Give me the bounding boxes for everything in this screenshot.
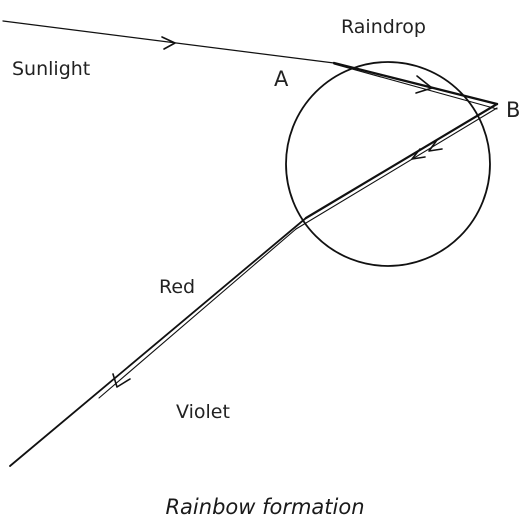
refracted-arrow-icon <box>415 75 433 94</box>
reflected-arrow-icon <box>411 148 426 160</box>
exit-ray-red <box>98 228 297 399</box>
raindrop-label: Raindrop <box>341 16 426 38</box>
sunlight-arrow-icon <box>161 36 176 50</box>
raindrop-circle <box>285 61 491 267</box>
point-a-label: A <box>274 67 289 91</box>
refracted-ray-lower <box>333 63 498 110</box>
exit-ray-violet <box>9 217 307 467</box>
red-label: Red <box>159 276 195 298</box>
violet-label: Violet <box>176 401 230 423</box>
point-b-label: B <box>506 98 520 122</box>
reflected-arrow-icon-2 <box>428 139 443 152</box>
refracted-ray-upper <box>332 61 499 106</box>
diagram-caption: Rainbow formation <box>165 495 364 519</box>
exit-arrow-icon <box>112 373 131 388</box>
sunlight-ray <box>2 20 335 64</box>
reflected-ray-violet <box>304 102 499 220</box>
reflected-ray-red <box>295 107 498 230</box>
sunlight-label: Sunlight <box>12 58 90 80</box>
